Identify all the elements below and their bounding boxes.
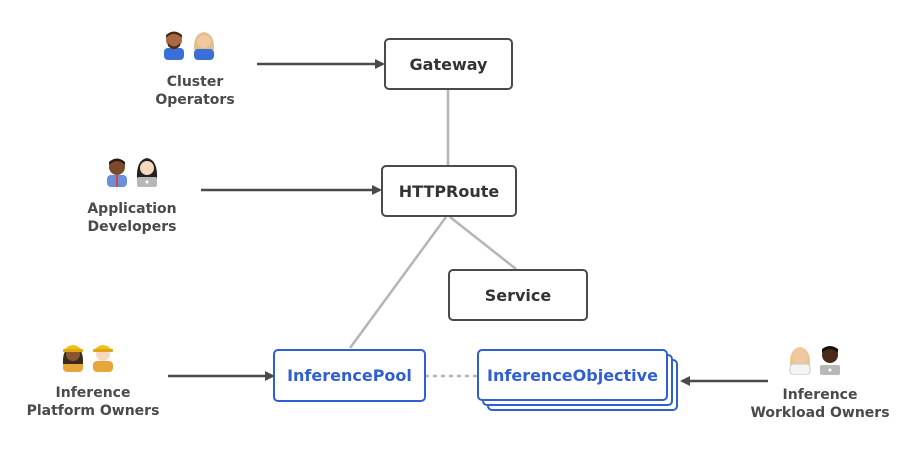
cluster-operators-line2: Operators bbox=[155, 92, 235, 108]
platform-owners-line1: Inference bbox=[55, 385, 131, 401]
cluster-operators-avatars bbox=[161, 28, 217, 60]
service-node: Service bbox=[448, 269, 588, 321]
platform-owners-label: Inference Platform Owners bbox=[18, 384, 168, 420]
technologist-man-icon bbox=[820, 346, 840, 375]
scientist-woman-icon bbox=[789, 347, 811, 375]
workload-owners-line2: Workload Owners bbox=[750, 405, 890, 421]
office-man-icon bbox=[107, 158, 127, 187]
mechanic-woman-icon bbox=[193, 32, 215, 60]
httproute-service-link bbox=[449, 216, 517, 270]
application-developers-avatars bbox=[104, 155, 160, 187]
platform-owners-avatars bbox=[60, 340, 116, 372]
platform-owners-line2: Platform Owners bbox=[26, 403, 160, 419]
application-developers-label: Application Developers bbox=[72, 200, 192, 236]
workload-owners-label: Inference Workload Owners bbox=[744, 386, 896, 422]
application-developers-line1: Application bbox=[87, 201, 177, 217]
inference-pool-node: InferencePool bbox=[273, 349, 426, 402]
cluster-operators-label: Cluster Operators bbox=[140, 73, 250, 109]
mechanic-man-icon bbox=[164, 31, 184, 60]
workload-owners-line1: Inference bbox=[782, 387, 858, 403]
construction-worker-man-icon bbox=[93, 345, 113, 372]
technologist-woman-icon bbox=[136, 158, 158, 187]
gateway-node: Gateway bbox=[384, 38, 513, 90]
cluster-operators-line1: Cluster bbox=[166, 74, 224, 90]
httproute-pool-link bbox=[348, 216, 448, 349]
inference-objective-node: InferenceObjective bbox=[477, 349, 668, 401]
application-developers-line2: Developers bbox=[87, 219, 177, 235]
workload-owners-avatars bbox=[787, 343, 843, 375]
httproute-node: HTTPRoute bbox=[381, 165, 517, 217]
construction-worker-woman-icon bbox=[62, 345, 84, 372]
